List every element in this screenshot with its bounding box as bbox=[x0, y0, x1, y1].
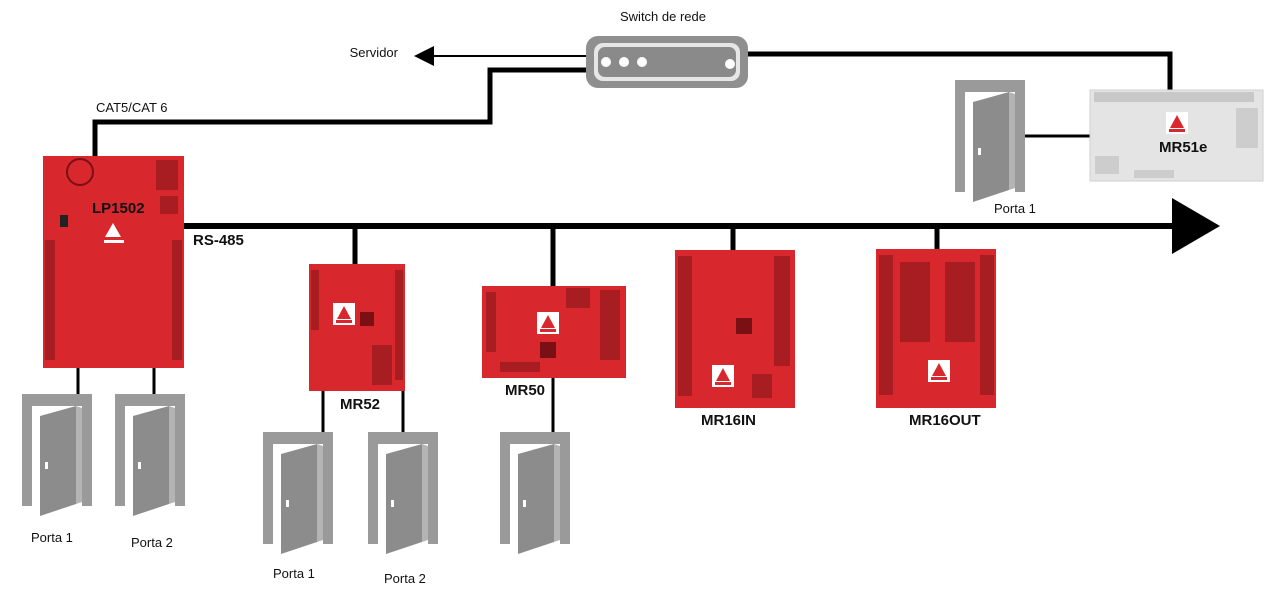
board-name-mr51e: MR51e bbox=[1159, 139, 1207, 156]
board-name-lp1502: LP1502 bbox=[92, 200, 145, 217]
door-label: Porta 2 bbox=[131, 535, 173, 550]
door-icon bbox=[955, 80, 1025, 202]
board-name-mr52: MR52 bbox=[340, 396, 380, 413]
server-label: Servidor bbox=[350, 45, 399, 60]
board-mr16out bbox=[876, 249, 996, 408]
switch-label: Switch de rede bbox=[620, 9, 706, 24]
door-label: Porta 1 bbox=[31, 530, 73, 545]
door-wires bbox=[76, 134, 1092, 433]
door-icon bbox=[22, 394, 92, 516]
bus-label: RS-485 bbox=[193, 232, 244, 249]
board-name-mr16in: MR16IN bbox=[701, 412, 756, 429]
network-switch: Switch de rede bbox=[586, 9, 748, 88]
rs485-bus bbox=[184, 223, 1178, 287]
door-icon bbox=[500, 432, 570, 554]
board-mr51e: MR51e bbox=[1089, 89, 1264, 182]
cable-label: CAT5/CAT 6 bbox=[96, 100, 168, 115]
door-label: Porta 2 bbox=[384, 571, 426, 586]
board-mr16in bbox=[675, 250, 795, 408]
board-name-mr16out: MR16OUT bbox=[909, 412, 981, 429]
door-icon bbox=[115, 394, 185, 516]
board-lp1502: LP1502 bbox=[43, 156, 184, 368]
network-cables bbox=[92, 51, 1173, 158]
board-mr52 bbox=[309, 264, 405, 391]
bus-arrow-icon bbox=[1172, 198, 1220, 254]
port-led-icon bbox=[601, 57, 611, 67]
port-led-icon bbox=[725, 59, 735, 69]
board-mr50 bbox=[482, 286, 626, 378]
door-label: Porta 1 bbox=[994, 201, 1036, 216]
port-led-icon bbox=[619, 57, 629, 67]
board-name-mr50: MR50 bbox=[505, 382, 545, 399]
door-icon bbox=[368, 432, 438, 554]
port-led-icon bbox=[637, 57, 647, 67]
cat-cable-mr51e bbox=[746, 51, 1173, 90]
cat-cable-lp1502 bbox=[92, 67, 588, 158]
server-arrow-icon bbox=[414, 46, 434, 66]
door-icon bbox=[263, 432, 333, 554]
door-label: Porta 1 bbox=[273, 566, 315, 581]
